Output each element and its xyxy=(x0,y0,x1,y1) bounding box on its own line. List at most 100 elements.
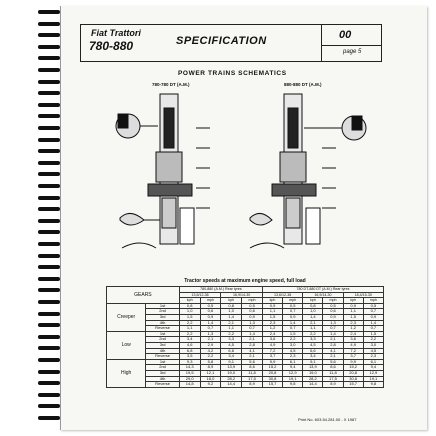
binding-loop xyxy=(38,126,60,130)
binding-loop xyxy=(38,33,60,38)
page-header: Fiat Trattori 780-880 SPECIFICATION 00 p… xyxy=(80,24,382,62)
tyre-size-header: 18,4/15-30 xyxy=(342,291,385,299)
binding-loop xyxy=(38,323,60,328)
speed-cell: 1,5 xyxy=(362,330,385,338)
binding-loop xyxy=(38,381,60,386)
binding-loop xyxy=(38,392,60,397)
speed-table-section: Tractor speeds at maximum engine speed, … xyxy=(105,278,385,388)
speed-cell: 0,7 xyxy=(362,325,385,332)
binding-loop xyxy=(38,195,60,200)
binding-loop xyxy=(38,358,60,362)
left-schematic-label: 780-780 DT (A.M.) xyxy=(152,82,190,87)
binding-loop xyxy=(38,184,60,188)
binding-loop xyxy=(38,242,60,246)
speed-cell: 0,7 xyxy=(362,308,385,315)
print-number: Print No. 603.54.281.00 - X 1987 xyxy=(298,417,357,422)
power-train-schematics xyxy=(115,93,367,249)
speed-cell: 14,8 xyxy=(178,381,201,388)
binding-loop xyxy=(38,10,60,14)
speed-cell: 14,4 xyxy=(220,381,243,388)
gear-group-name: Creeper xyxy=(105,302,147,332)
gear-group-name: High xyxy=(105,358,147,388)
binding-loop xyxy=(38,300,60,304)
header-rule xyxy=(322,45,381,46)
binding-loop xyxy=(38,44,60,49)
speed-cell: 15,7 xyxy=(342,381,364,388)
speed-cell: 4,5 xyxy=(362,347,385,355)
speed-cell: 9,2 xyxy=(199,381,222,388)
binding-loop xyxy=(38,56,60,61)
gear-label: 2nd xyxy=(145,364,180,371)
binding-loop xyxy=(38,102,60,107)
gear-label: Reverse xyxy=(145,325,180,332)
spiral-binding xyxy=(38,10,60,430)
gear-group-name: Low xyxy=(105,330,147,360)
gear-label: Reverse xyxy=(145,353,180,360)
binding-loop xyxy=(38,149,60,154)
gear-label: 1st xyxy=(145,330,180,338)
binding-loop xyxy=(38,218,60,223)
speed-cell: 14,4 xyxy=(302,381,324,388)
model-numbers: 780-880 xyxy=(89,39,134,53)
right-schematic xyxy=(249,93,367,249)
col-group-header: 780 DT-880 DT (A.M.) Rear tyres xyxy=(261,286,385,293)
speed-cell: 9,8 xyxy=(362,381,385,388)
speed-cell: 8,9 xyxy=(241,381,263,388)
gear-label: 3rd xyxy=(145,314,180,321)
gear-label: 3rd xyxy=(145,341,180,349)
binding-loop xyxy=(38,416,60,420)
speed-cell: 9,8 xyxy=(282,381,304,388)
gear-label: 4th xyxy=(145,375,180,383)
speed-cell: 9,4 xyxy=(362,364,385,371)
header-divider xyxy=(321,25,322,61)
page-title: SPECIFICATION xyxy=(176,35,267,47)
binding-loop xyxy=(38,137,60,142)
binding-loop xyxy=(38,265,60,270)
gear-label: 1st xyxy=(145,358,180,366)
page-number: page 5 xyxy=(343,49,362,55)
binding-loop xyxy=(38,253,60,258)
binding-loop xyxy=(38,68,60,72)
gear-label: 2nd xyxy=(145,336,180,343)
gear-label: 4th xyxy=(145,319,180,327)
left-schematic xyxy=(115,93,210,249)
speed-cell: 15,7 xyxy=(261,381,284,388)
binding-loop xyxy=(38,172,60,177)
gears-header: GEARS xyxy=(106,286,180,304)
binding-loop xyxy=(38,230,60,235)
gear-label: 3rd xyxy=(145,369,180,377)
schematics-title: POWER TRAINS SCHEMATICS xyxy=(178,70,287,77)
binding-loop xyxy=(38,91,60,96)
speed-cell: 3,0 xyxy=(362,341,385,349)
section-number: 00 xyxy=(339,29,352,41)
binding-loop xyxy=(38,346,60,351)
binding-loop xyxy=(38,288,60,293)
gear-label: 2nd xyxy=(145,308,180,315)
right-schematic-label: 880-880 DT (A.M.) xyxy=(284,82,322,87)
speed-cell: 1,4 xyxy=(362,319,385,327)
binding-loop xyxy=(38,21,60,26)
speed-cell: 12,9 xyxy=(362,369,385,377)
binding-loop xyxy=(38,79,60,84)
binding-loop xyxy=(38,311,60,316)
binding-loop xyxy=(38,369,60,374)
tractor-speeds-table: GEARS 780-880 (A.M.) Rear tyres 780 DT-8… xyxy=(105,286,385,388)
binding-loop xyxy=(38,404,60,409)
brand-name: Fiat Trattori xyxy=(91,28,141,38)
speed-cell: 0,5 xyxy=(362,302,385,310)
binding-loop xyxy=(38,334,60,339)
